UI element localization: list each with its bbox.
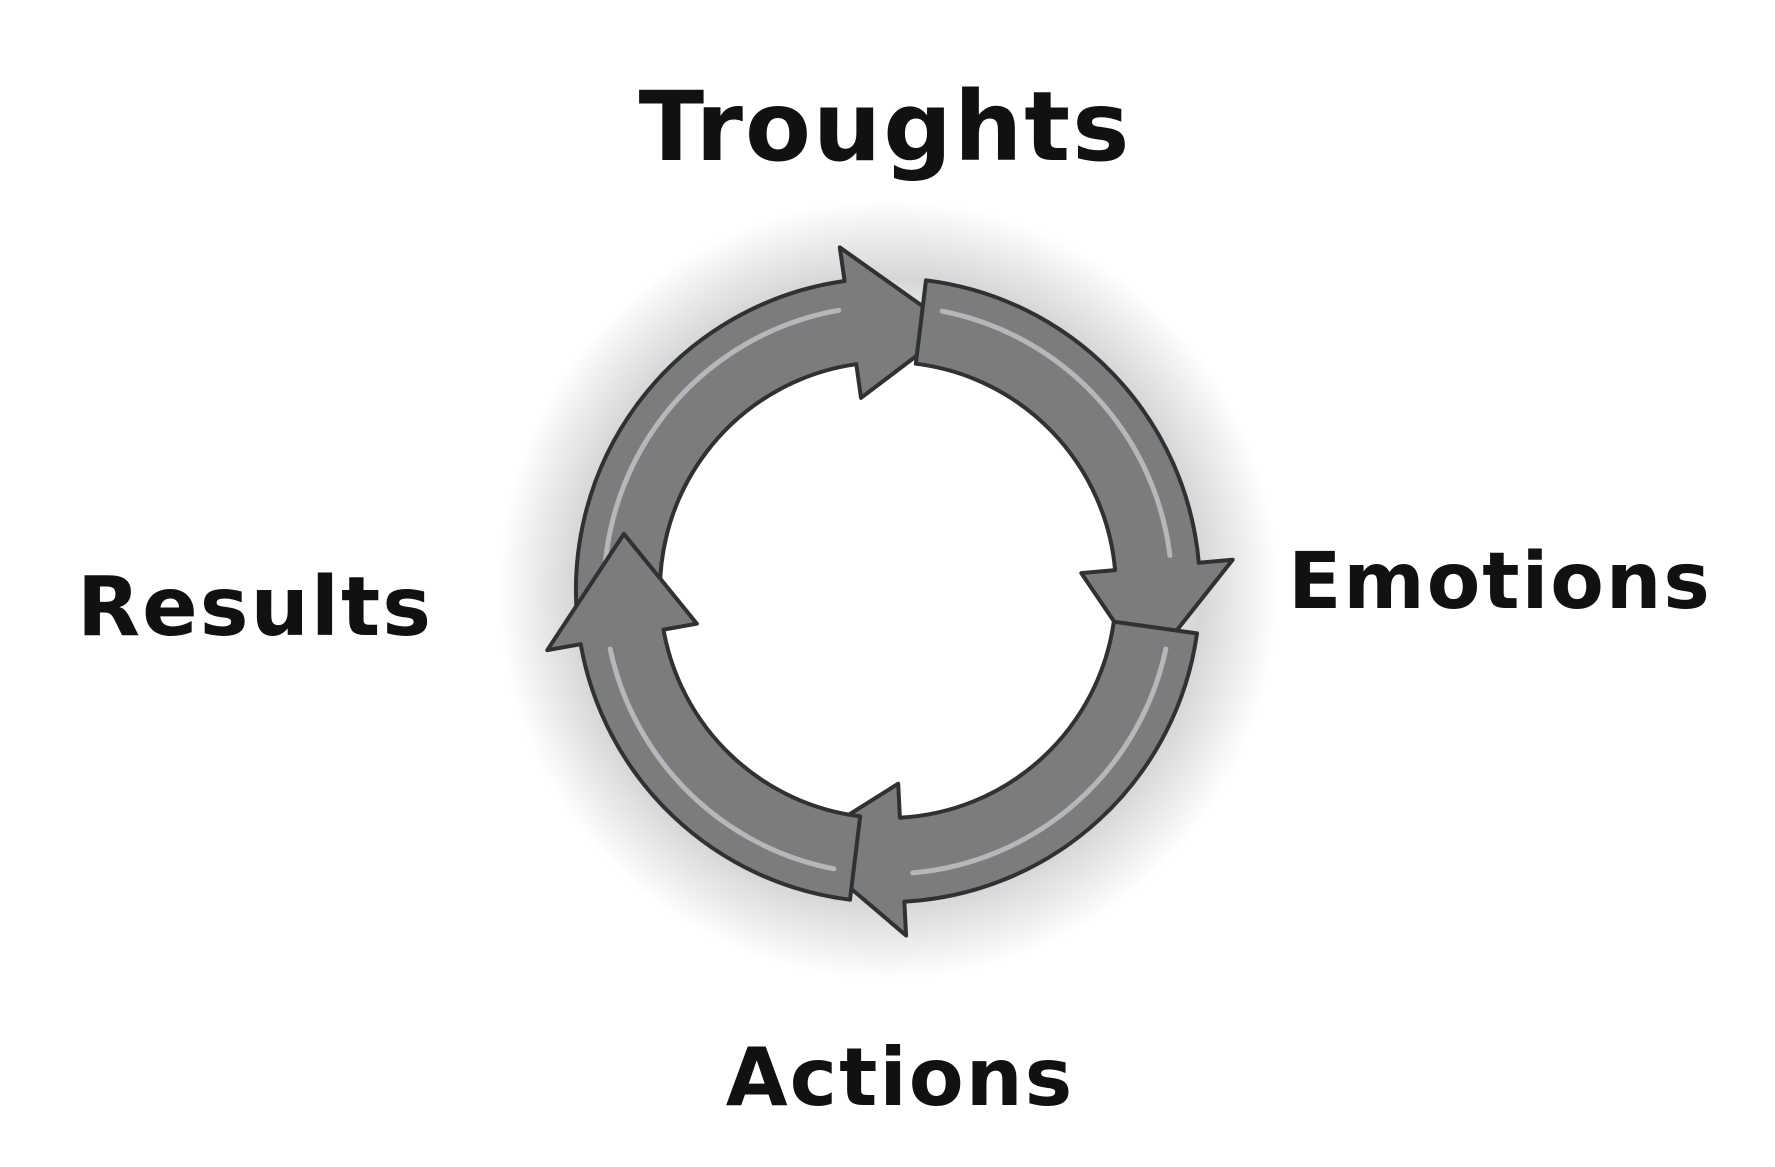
arrow-results-to-thoughts-highlight: [601, 307, 842, 613]
arrow-thoughts-to-emotions: [913, 278, 1235, 671]
arrow-emotions-to-actions-highlight: [910, 646, 1169, 876]
arrow-emotions-to-actions: [798, 619, 1199, 938]
label-actions: Actions: [726, 1031, 1075, 1124]
label-results: Results: [77, 560, 433, 655]
label-emotions: Emotions: [1288, 537, 1712, 627]
arrow-actions-to-results: [545, 531, 863, 902]
arrow-thoughts-to-emotions-highlight: [939, 308, 1173, 558]
label-thoughts: Troughts: [639, 71, 1132, 183]
arrow-results-to-thoughts: [573, 245, 956, 636]
arrow-group: [545, 245, 1235, 938]
arrow-actions-to-results-highlight: [607, 646, 837, 872]
